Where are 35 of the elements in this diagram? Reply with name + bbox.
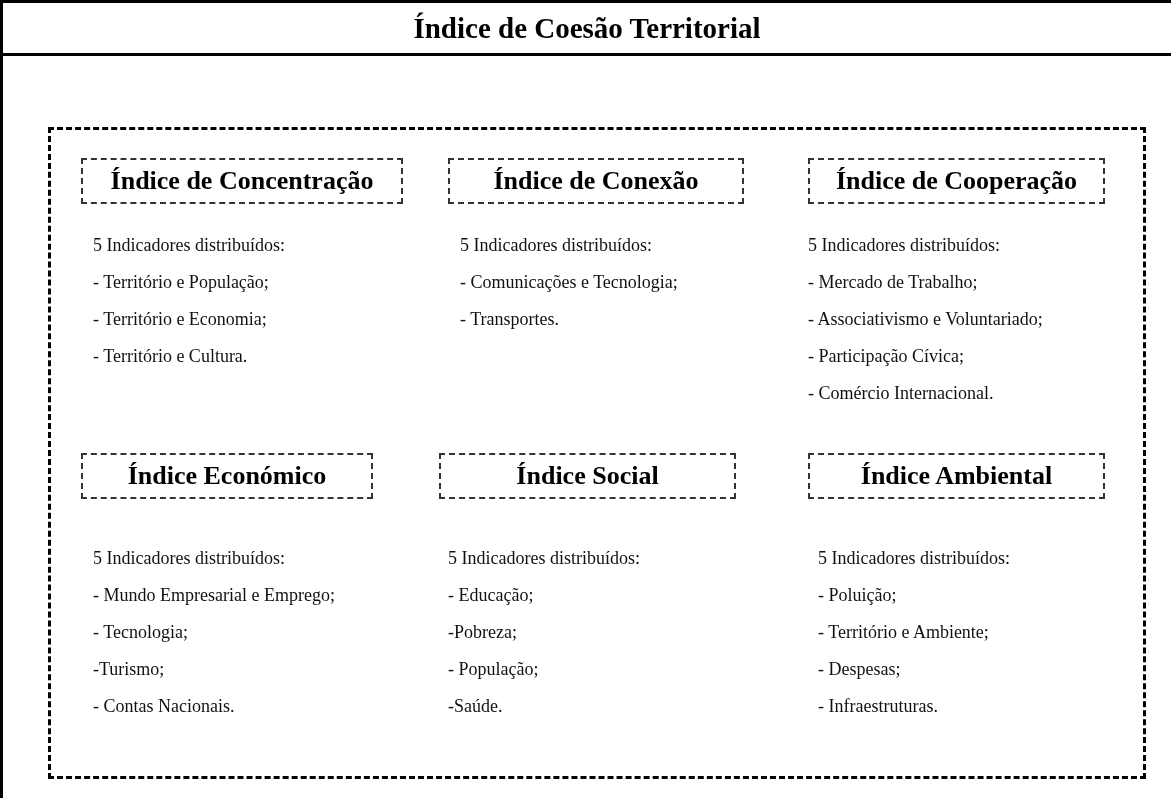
indicator-intro: 5 Indicadores distribuídos: [808,235,1000,256]
title-text: Índice de Coesão Territorial [413,11,761,45]
indicator-intro: 5 Indicadores distribuídos: [818,548,1010,569]
indicator-item: - Participação Cívica; [808,346,964,367]
indicator-item: - Comércio Internacional. [808,383,994,404]
indicator-intro: 5 Indicadores distribuídos: [93,548,285,569]
index-heading-box: Índice Económico [81,453,373,499]
indicator-item: - Despesas; [818,659,901,680]
indicator-item: - Território e População; [93,272,269,293]
indicator-item: - Comunicações e Tecnologia; [460,272,678,293]
indicator-item: - Mundo Empresarial e Emprego; [93,585,335,606]
indicator-item: - Educação; [448,585,534,606]
indicator-item: -Saúde. [448,696,503,717]
indicator-item: - Tecnologia; [93,622,188,643]
indicator-intro: 5 Indicadores distribuídos: [460,235,652,256]
index-heading-box: Índice de Concentração [81,158,403,204]
indicator-item: - Território e Cultura. [93,346,248,367]
indicator-item: - Associativismo e Voluntariado; [808,309,1043,330]
indicator-item: - Poluição; [818,585,897,606]
indicator-item: -Pobreza; [448,622,517,643]
indicator-item: - Mercado de Trabalho; [808,272,978,293]
indicator-item: - População; [448,659,539,680]
indicator-item: - Transportes. [460,309,559,330]
indicator-intro: 5 Indicadores distribuídos: [448,548,640,569]
indicator-intro: 5 Indicadores distribuídos: [93,235,285,256]
indicator-item: -Turismo; [93,659,165,680]
index-heading-box: Índice de Cooperação [808,158,1105,204]
indicator-item: - Infraestruturas. [818,696,938,717]
indicator-item: - Território e Ambiente; [818,622,989,643]
indicator-item: - Contas Nacionais. [93,696,235,717]
index-heading-box: Índice Ambiental [808,453,1105,499]
indicator-item: - Território e Economia; [93,309,267,330]
dashed-frame [48,127,1146,779]
index-heading-box: Índice Social [439,453,736,499]
index-heading-box: Índice de Conexão [448,158,744,204]
